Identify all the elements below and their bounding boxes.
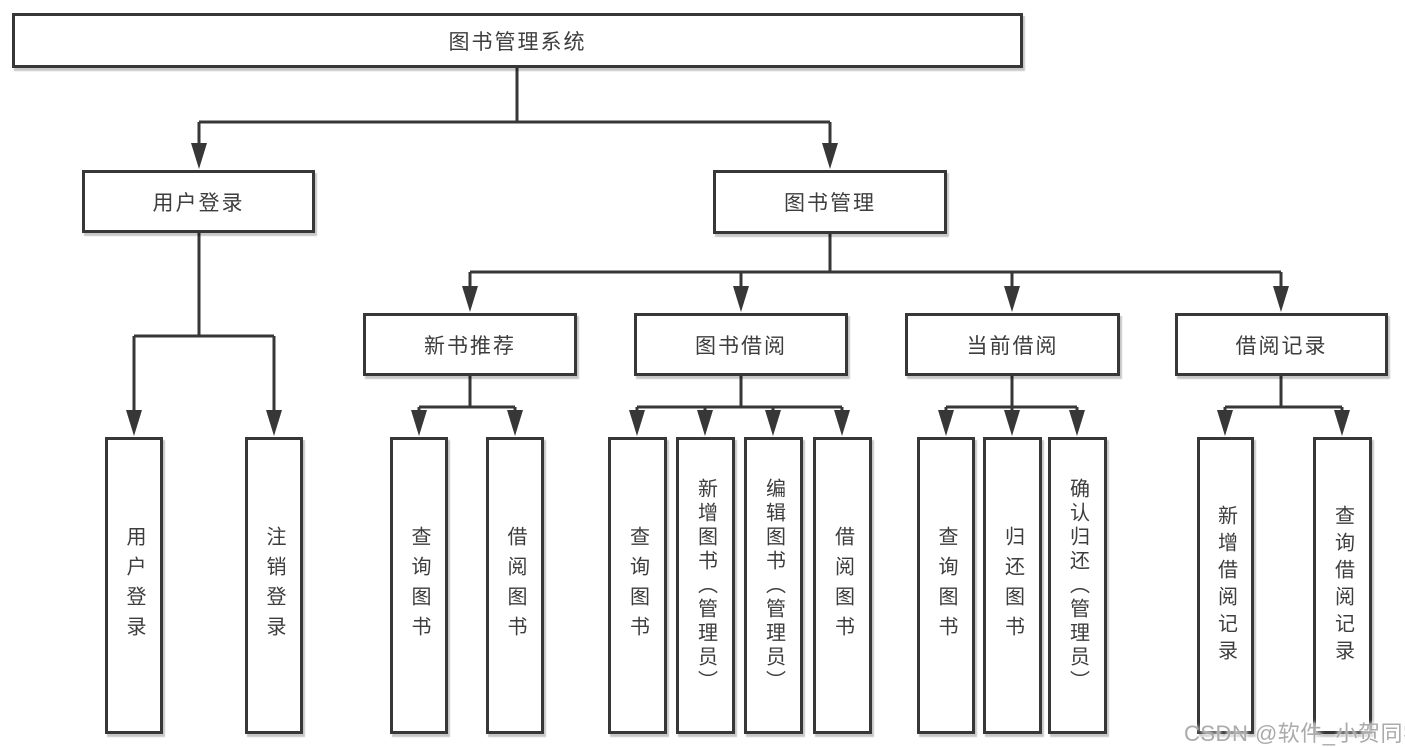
node-book-borrow: 图书借阅 (634, 313, 848, 376)
leaf-logout: 注销登录 (245, 437, 303, 734)
node-root: 图书管理系统 (12, 13, 1023, 68)
leaf-query-books-3: 查询图书 (917, 437, 975, 734)
watermark-text: CSDN @软件_小贺同学 (1184, 721, 1405, 746)
leaf-query-borrow-record: 查询借阅记录 (1313, 437, 1372, 734)
leaf-query-books-1: 查询图书 (390, 437, 448, 734)
node-current-borrow: 当前借阅 (905, 313, 1120, 376)
leaf-query-books-2: 查询图书 (608, 437, 667, 734)
leaf-borrow-books-2: 借阅图书 (813, 437, 872, 734)
leaf-edit-book-admin: 编辑图书（管理员） (744, 437, 803, 734)
leaf-user-login: 用户登录 (105, 437, 163, 734)
node-borrow-records: 借阅记录 (1175, 313, 1388, 376)
leaf-return-book: 归还图书 (983, 437, 1042, 734)
leaf-borrow-books-1: 借阅图书 (486, 437, 544, 734)
node-new-book-recommend: 新书推荐 (363, 313, 577, 376)
node-book-management: 图书管理 (713, 170, 947, 234)
node-user-login: 用户登录 (82, 170, 315, 233)
leaf-confirm-return-admin: 确认归还（管理员） (1048, 437, 1107, 734)
leaf-add-book-admin: 新增图书（管理员） (676, 437, 735, 734)
leaf-add-borrow-record: 新增借阅记录 (1197, 437, 1254, 734)
